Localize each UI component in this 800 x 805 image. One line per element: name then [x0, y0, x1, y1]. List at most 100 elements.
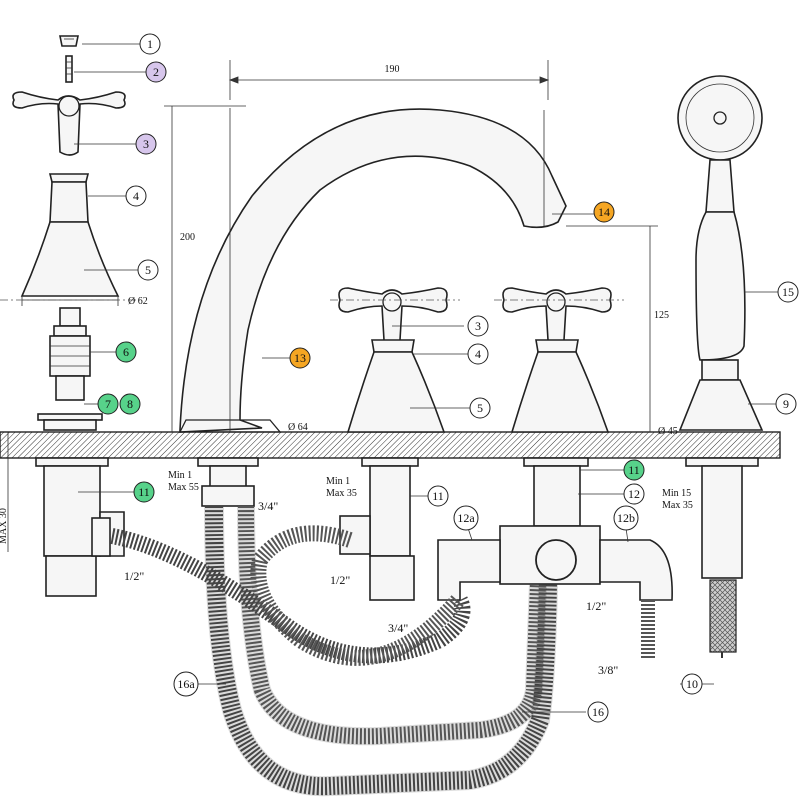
callout-c14: 14: [593, 201, 615, 223]
callout-label: 6: [123, 345, 129, 359]
callout-circle: [289, 347, 311, 369]
right-valve-assembly: [502, 287, 612, 433]
callout-circle: [137, 259, 159, 281]
dim-190-label: 190: [385, 64, 400, 75]
callout-c16: 16: [587, 701, 609, 723]
callout-label: 5: [145, 263, 151, 277]
callout-c3b: 3: [467, 315, 489, 337]
callout-circle: [145, 61, 167, 83]
callout-label: 11: [138, 485, 150, 499]
thread-size-labels: 3/4" 1/2" 1/2" 3/4" 1/2" 3/8": [124, 499, 618, 677]
dim-dia45-label: Ø 45: [658, 426, 678, 437]
callout-c10: 10: [681, 673, 703, 695]
callout-c16a: 16a: [173, 671, 199, 697]
callout-circle: [139, 33, 161, 55]
hand-shower-assembly: [677, 75, 764, 431]
callout-label: 2: [153, 65, 159, 79]
callout-label: 5: [477, 401, 483, 415]
washer-part: [37, 413, 103, 431]
handle-cap-part: [59, 35, 79, 47]
callout-c3a: 3: [135, 133, 157, 155]
thread-tee-right: 1/2": [586, 599, 606, 613]
handle-screw-part: [65, 55, 73, 83]
callout-circle: [467, 315, 489, 337]
callout-label: 10: [686, 677, 698, 691]
dim-200-label: 200: [180, 232, 195, 243]
callout-label: 13: [294, 351, 306, 365]
callout-circle: [593, 201, 615, 223]
callout-label: 11: [628, 463, 640, 477]
supply-hoses: [110, 505, 723, 797]
callout-circle: [173, 671, 199, 697]
thread-mid-valve: 1/2": [330, 573, 350, 587]
callout-circle: [775, 393, 797, 415]
callout-c4a: 4: [125, 185, 147, 207]
cross-handle-part: [12, 91, 126, 156]
callout-leaders: [74, 43, 778, 713]
callout-label: 4: [133, 189, 139, 203]
underdeck-center-shank: [339, 457, 419, 601]
callout-label: 1: [147, 37, 153, 51]
callout-label: 15: [782, 285, 794, 299]
thread-tee-left: 3/4": [388, 621, 408, 635]
callout-label: 16: [592, 705, 604, 719]
mounting-range-labels: Min 1 Max 55 Min 1 Max 35 Min 15 Max 35: [168, 470, 693, 511]
callout-label: 16a: [177, 677, 195, 691]
exploded-valve-stack: [12, 35, 126, 431]
callout-label: 3: [475, 319, 481, 333]
thread-shower-hose: 3/8": [598, 663, 618, 677]
callout-circle: [613, 505, 639, 531]
callout-label: 9: [783, 397, 789, 411]
callout-circle: [467, 343, 489, 365]
spout-assembly: [178, 108, 567, 433]
spout-range-max: Max 55: [168, 482, 199, 493]
callout-circle: [119, 393, 141, 415]
callout-label: 4: [475, 347, 481, 361]
thread-left-valve: 1/2": [124, 569, 144, 583]
callout-c11b: 11: [427, 485, 449, 507]
spout-range-min: Min 1: [168, 470, 192, 481]
callout-label: 11: [432, 489, 444, 503]
dim-125-label: 125: [654, 310, 669, 321]
callout-circle: [115, 341, 137, 363]
callout-c15: 15: [777, 281, 799, 303]
callout-c13: 13: [289, 347, 311, 369]
center-valve-assembly: [338, 287, 448, 433]
shower-range-max: Max 35: [662, 500, 693, 511]
collar-part: [48, 173, 90, 223]
cartridge-part: [49, 307, 91, 401]
callout-circle: [681, 673, 703, 695]
callout-c5b: 5: [469, 397, 491, 419]
underdeck-shower-shank: [685, 457, 759, 653]
callout-circle: [135, 133, 157, 155]
dim-dia62-label: Ø 62: [128, 296, 148, 307]
callout-label: 7: [105, 397, 111, 411]
callout-label: 8: [127, 397, 133, 411]
callout-circle: [97, 393, 119, 415]
callout-circle: [623, 459, 645, 481]
callout-circle: [427, 485, 449, 507]
callout-c12: 12: [623, 483, 645, 505]
underdeck-spout-shank: [197, 457, 259, 507]
dim-dia64-label: Ø 64: [288, 422, 308, 433]
callout-c8: 8: [119, 393, 141, 415]
callout-c4b: 4: [467, 343, 489, 365]
callout-label: 12a: [457, 511, 475, 525]
callout-c12a: 12a: [453, 505, 479, 531]
dimension-lines: [0, 60, 658, 552]
callout-label: 14: [598, 205, 610, 219]
dim-max30-label: MAX 30: [0, 508, 9, 544]
callout-c11a: 11: [133, 481, 155, 503]
callout-label: 3: [143, 137, 149, 151]
bell-cover-part: [20, 221, 120, 306]
callout-circle: [469, 397, 491, 419]
underdeck-left-shank: [35, 457, 125, 597]
callout-circle: [453, 505, 479, 531]
callout-c2: 2: [145, 61, 167, 83]
dimension-labels: 190 200 125 Ø 62 Ø 64 Ø 45 MAX 30: [0, 64, 678, 544]
callout-c12b: 12b: [613, 505, 639, 531]
callout-label: 12b: [617, 511, 635, 525]
valve-range-min: Min 1: [326, 476, 350, 487]
